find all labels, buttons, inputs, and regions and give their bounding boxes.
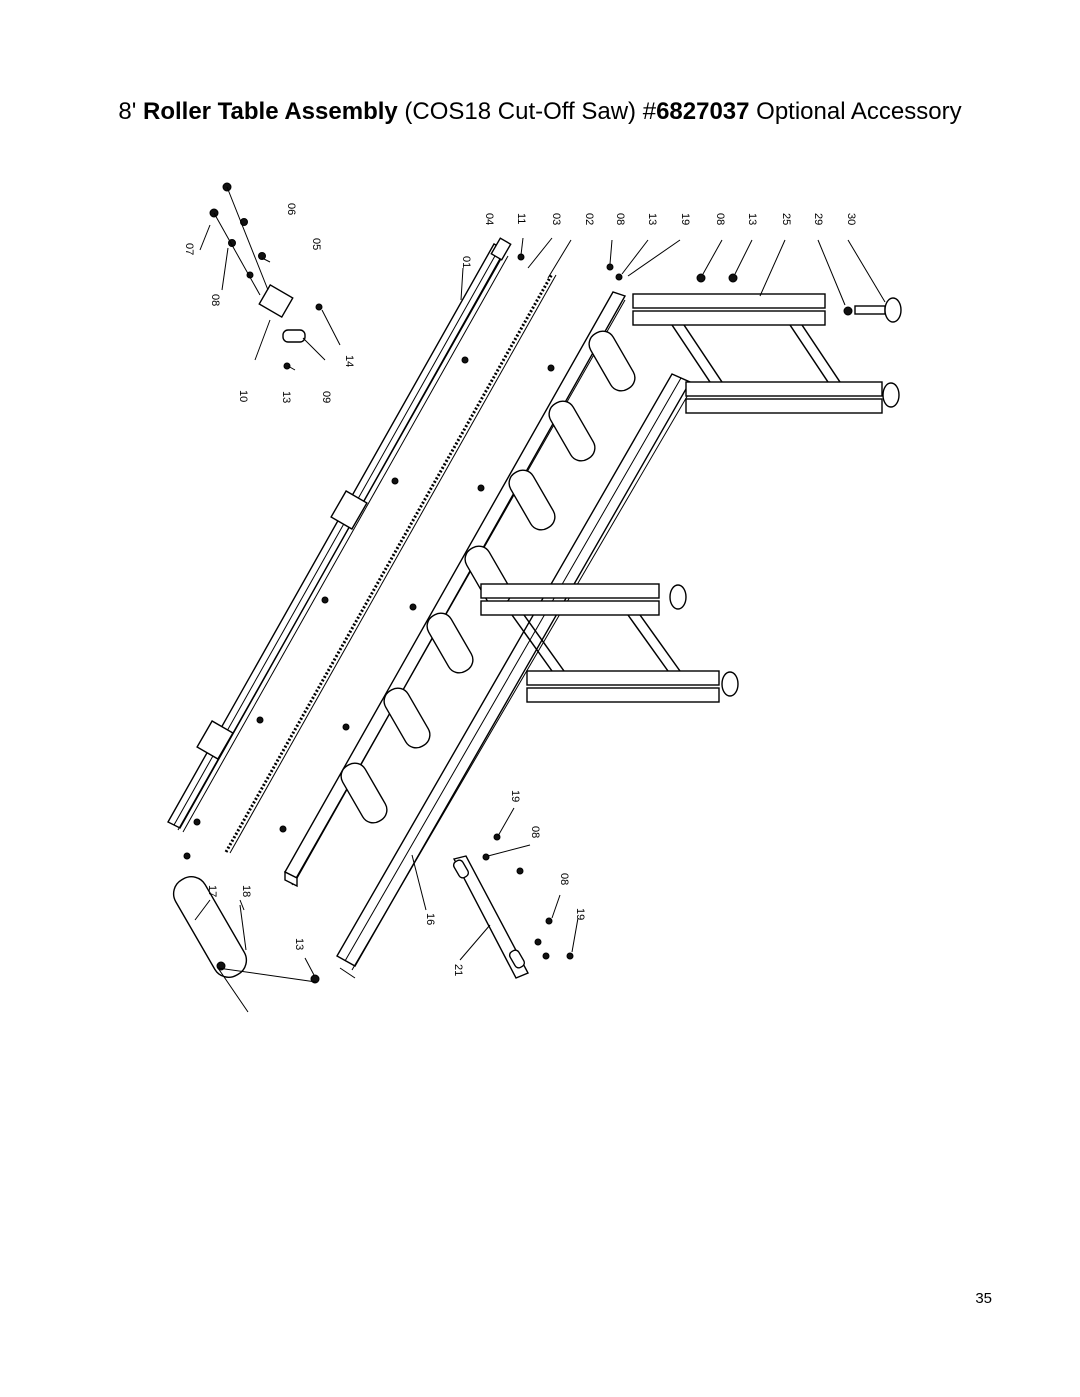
callout-08: 08 — [714, 213, 726, 225]
fence-clamp — [196, 237, 512, 760]
rollers — [340, 330, 636, 824]
callout-13: 13 — [746, 213, 758, 225]
callout-30: 30 — [845, 213, 857, 225]
callout-05: 05 — [310, 238, 322, 250]
callout-18: 18 — [240, 885, 252, 897]
callout-06: 06 — [285, 203, 297, 215]
clamp-exploded-assembly — [209, 182, 323, 370]
callout-29: 29 — [812, 213, 824, 225]
callout-01: 01 — [460, 256, 472, 268]
title-name: Roller Table Assembly — [142, 98, 398, 125]
callout-08: 08 — [614, 213, 626, 225]
measuring-scale — [224, 273, 557, 854]
callout-10: 10 — [237, 390, 249, 402]
callout-09: 09 — [320, 391, 332, 403]
callout-08: 08 — [209, 294, 221, 306]
callout-16: 16 — [424, 913, 436, 925]
callout-19: 19 — [574, 908, 586, 920]
callout-04: 04 — [483, 213, 495, 225]
callout-21: 21 — [452, 964, 464, 976]
callout-11: 11 — [515, 213, 527, 224]
page-number: 35 — [975, 1290, 992, 1307]
callout-25: 25 — [780, 213, 792, 225]
title-suffix: Optional Accessory — [749, 98, 962, 125]
callout-08: 08 — [558, 873, 570, 885]
right-leg-stand — [632, 293, 902, 414]
callout-13: 13 — [293, 938, 305, 950]
callout-17: 17 — [206, 885, 218, 897]
fastener-hardware — [183, 253, 738, 984]
callout-07: 07 — [183, 243, 195, 255]
callout-labels: 01 02 03 04 05 06 07 08 08 08 08 08 09 1… — [183, 203, 857, 976]
callout-13: 13 — [280, 391, 292, 403]
fence-rail — [167, 243, 509, 833]
callout-02: 02 — [583, 213, 595, 225]
callout-19: 19 — [509, 790, 521, 802]
callout-08: 08 — [529, 826, 541, 838]
callout-03: 03 — [550, 213, 562, 225]
support-bracket — [452, 855, 529, 979]
callout-19: 19 — [679, 213, 691, 225]
page-title: 8' Roller Table Assembly (COS18 Cut-Off … — [0, 98, 1080, 126]
title-model: (COS18 Cut-Off Saw) # — [397, 98, 657, 125]
title-prefix: 8' — [118, 98, 143, 125]
callout-14: 14 — [343, 355, 355, 367]
callout-leader-lines — [194, 224, 886, 1013]
left-leg-stand — [480, 583, 739, 703]
title-part-number: 6827037 — [656, 98, 750, 125]
callout-13: 13 — [646, 213, 658, 225]
